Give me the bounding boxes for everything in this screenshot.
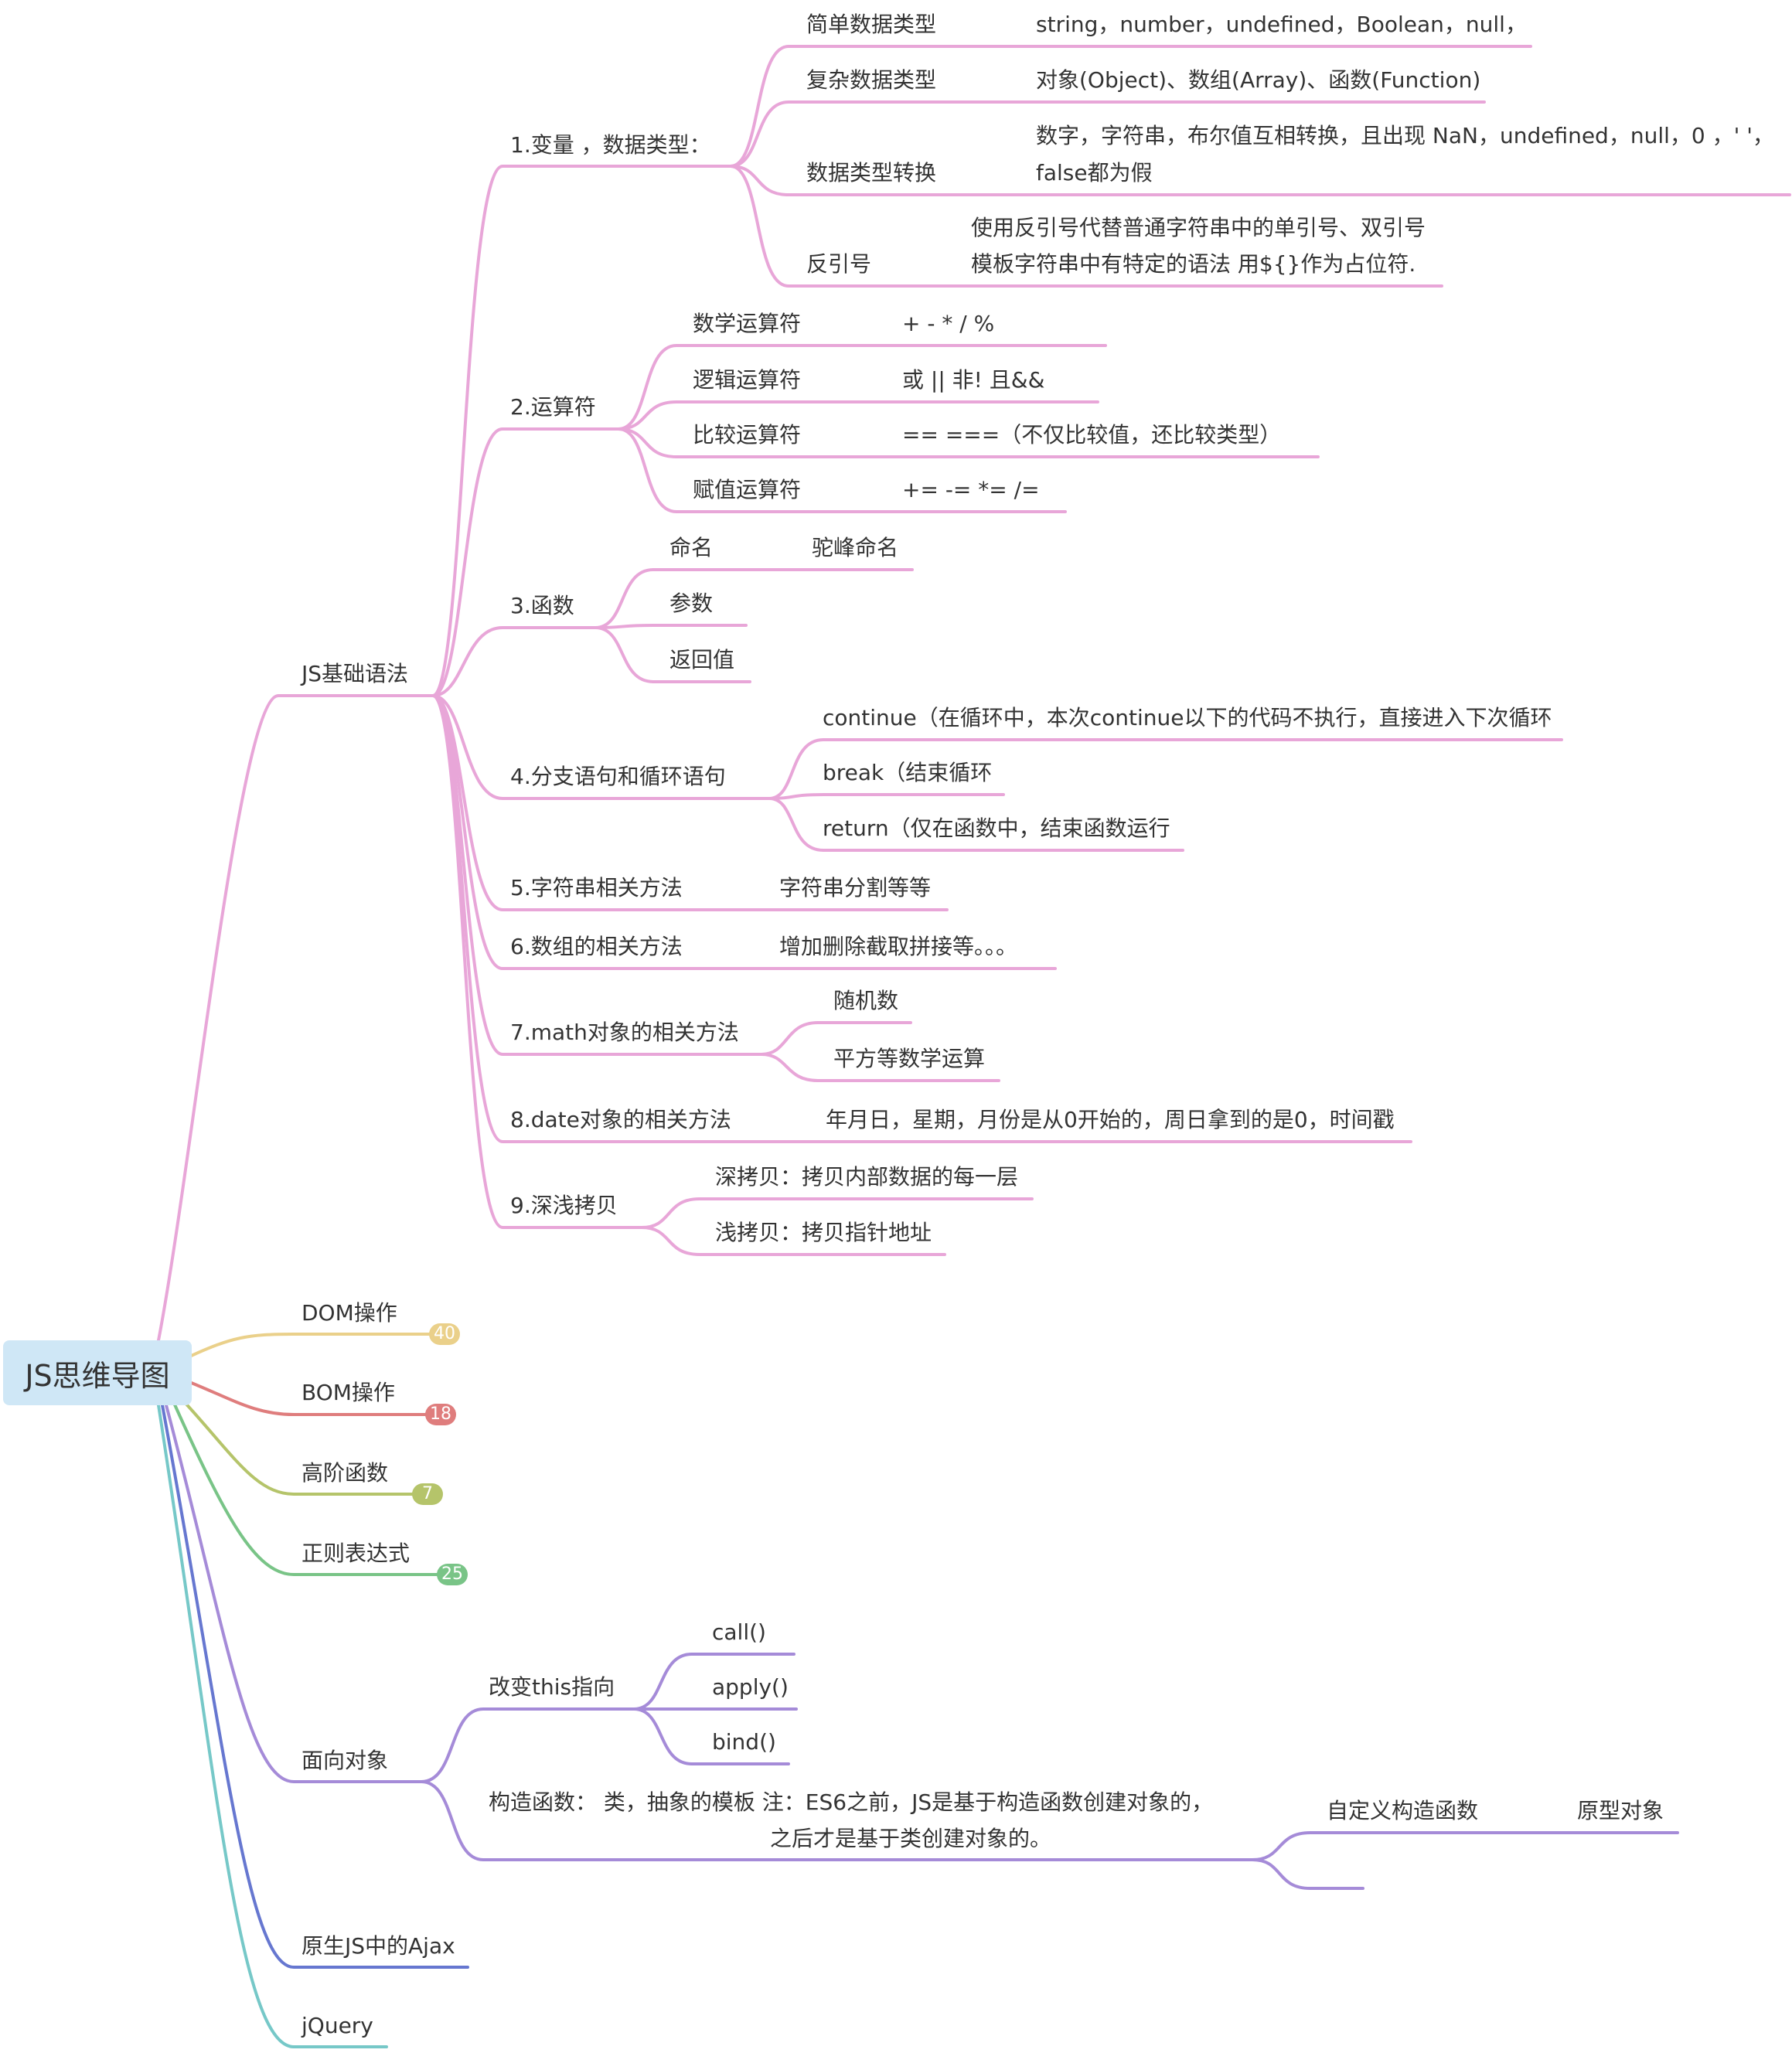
node-return[interactable]: return（仅在函数中，结束函数运行 (823, 815, 1170, 841)
node-backtick[interactable]: 反引号 (806, 251, 872, 277)
branch-jquery[interactable]: jQuery (302, 2013, 373, 2038)
connector-regex (172, 1401, 450, 1576)
desc-date-object: 年月日，星期，月份是从0开始的，周日拿到的是0，时间戳 (826, 1107, 1395, 1132)
node-math-object[interactable]: 7.math对象的相关方法 (510, 1020, 739, 1045)
node-math-pow[interactable]: 平方等数学运算 (833, 1046, 986, 1071)
desc-logic-ops: 或 || 非! 且&& (902, 367, 1045, 393)
desc-math-ops: + - * / % (902, 311, 995, 336)
node-func-params[interactable]: 参数 (669, 591, 714, 616)
branch-higher-order[interactable]: 高阶函数 (302, 1460, 389, 1486)
branch-oop[interactable]: 面向对象 (302, 1748, 389, 1773)
node-compare-ops[interactable]: 比较运算符 (693, 422, 802, 448)
node-constructor-line2: 之后才是基于类创建对象的。 (770, 1826, 1052, 1851)
connector-dom (188, 1333, 434, 1358)
desc-assign-ops: += -= *= /= (902, 477, 1040, 502)
branch-js-basics[interactable]: JS基础语法 (302, 661, 409, 686)
branch-regex[interactable]: 正则表达式 (302, 1541, 411, 1566)
desc-type-conversion-line1: 数字，字符串，布尔值互相转换，且出现 NaN，undefined，null，0 … (1036, 123, 1774, 148)
node-math-random[interactable]: 随机数 (833, 988, 899, 1013)
desc-type-conversion-line2: false都为假 (1036, 160, 1153, 186)
node-type-conversion[interactable]: 数据类型转换 (806, 160, 937, 186)
desc-array-methods: 增加删除截取拼接等。。。 (779, 934, 1018, 959)
node-func-return[interactable]: 返回值 (669, 647, 735, 672)
desc-simple-types: string，number，undefined，Boolean，null， (1036, 12, 1527, 37)
node-change-this[interactable]: 改变this指向 (489, 1674, 615, 1700)
node-shallow-copy[interactable]: 浅拷贝：拷贝指针地址 (715, 1220, 932, 1245)
node-deep-copy[interactable]: 深拷贝：拷贝内部数据的每一层 (715, 1164, 1019, 1190)
node-prototype-object[interactable]: 原型对象 (1577, 1798, 1664, 1823)
regex-count-badge[interactable]: 25 (437, 1564, 468, 1585)
node-string-methods[interactable]: 5.字符串相关方法 (510, 875, 683, 901)
desc-func-naming: 驼峰命名 (812, 535, 899, 560)
root-node[interactable]: JS思维导图 (3, 1340, 192, 1405)
desc-compare-ops: == ===（不仅比较值，还比较类型） (902, 422, 1282, 448)
root-connectors (157, 694, 469, 2048)
js-basics-connectors (431, 45, 1791, 1256)
desc-string-methods: 字符串分割等等 (779, 875, 932, 901)
desc-complex-types: 对象(Object)、数组(Array)、函数(Function) (1036, 67, 1481, 93)
connector-jquery (157, 1404, 388, 2048)
node-simple-types[interactable]: 简单数据类型 (806, 12, 937, 37)
branch-bom[interactable]: BOM操作 (302, 1380, 395, 1405)
connector-bom (188, 1381, 434, 1416)
node-deep-shallow-copy[interactable]: 9.深浅拷贝 (510, 1193, 618, 1218)
node-custom-constructor[interactable]: 自定义构造函数 (1327, 1798, 1479, 1823)
connector-js-basics (157, 694, 434, 1342)
node-complex-types[interactable]: 复杂数据类型 (806, 67, 937, 93)
node-date-object[interactable]: 8.date对象的相关方法 (510, 1107, 731, 1132)
node-vars[interactable]: 1.变量 ，数据类型： (510, 132, 711, 158)
node-continue[interactable]: continue（在循环中，本次continue以下的代码不执行，直接进入下次循… (823, 705, 1552, 730)
branch-ajax[interactable]: 原生JS中的Ajax (302, 1933, 455, 1959)
node-func-naming[interactable]: 命名 (669, 535, 714, 560)
root-label: JS思维导图 (25, 1358, 170, 1393)
higher-order-count-badge[interactable]: 7 (412, 1483, 443, 1505)
desc-backtick-line1: 使用反引号代替普通字符串中的单引号、双引号 (971, 215, 1426, 240)
bom-count-badge[interactable]: 18 (425, 1404, 456, 1425)
node-math-ops[interactable]: 数学运算符 (693, 311, 802, 336)
connector-oop (165, 1404, 423, 1783)
node-call[interactable]: call() (712, 1619, 766, 1645)
node-apply[interactable]: apply() (712, 1674, 789, 1700)
node-logic-ops[interactable]: 逻辑运算符 (693, 367, 802, 393)
node-break[interactable]: break（结束循环 (823, 760, 993, 785)
dom-count-badge[interactable]: 40 (429, 1323, 460, 1345)
branch-dom[interactable]: DOM操作 (302, 1300, 397, 1326)
node-bind[interactable]: bind() (712, 1729, 776, 1755)
oop-connectors (420, 1653, 1679, 1890)
node-branch-loop[interactable]: 4.分支语句和循环语句 (510, 764, 726, 789)
desc-backtick-line2: 模板字符串中有特定的语法 用${}作为占位符. (971, 251, 1416, 277)
node-array-methods[interactable]: 6.数组的相关方法 (510, 934, 683, 959)
node-assign-ops[interactable]: 赋值运算符 (693, 477, 802, 502)
node-operators[interactable]: 2.运算符 (510, 394, 596, 420)
node-constructor-line1[interactable]: 构造函数： 类，抽象的模板 注：ES6之前，JS是基于构造函数创建对象的， (489, 1789, 1214, 1815)
connector-higher (180, 1398, 419, 1496)
node-functions[interactable]: 3.函数 (510, 593, 574, 618)
connector-ajax (161, 1404, 469, 1969)
